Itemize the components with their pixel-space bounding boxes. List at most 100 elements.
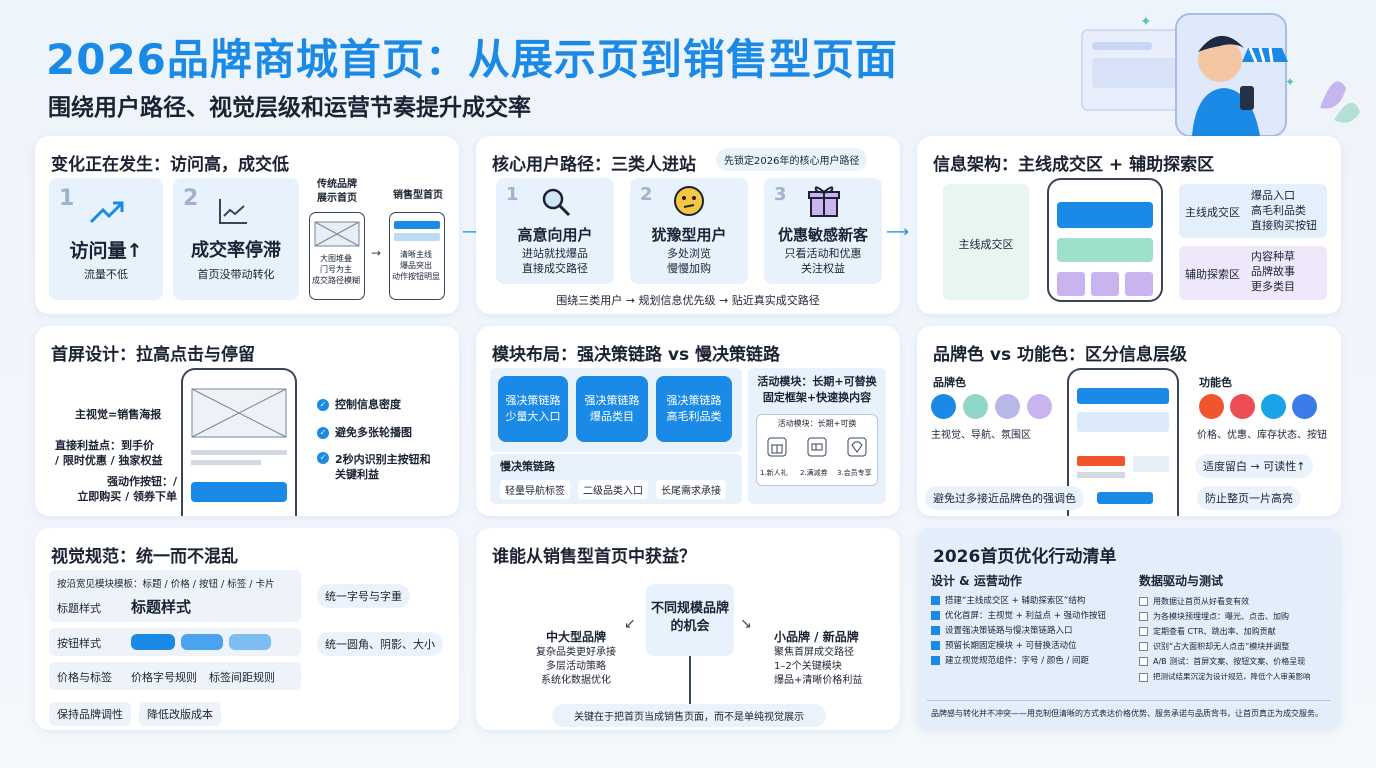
col2-item[interactable]: 识别“占大面积却无人点击”模块并调整 [1139,639,1311,654]
spec-title-big: 标题样式 [131,598,192,616]
main-zone-label: 主线成交区 [958,238,1014,251]
col2-item[interactable]: 把测试结果沉淀为设计规范，降低个人审美影响 [1139,669,1311,684]
slow-chain-item-2[interactable]: 二级品类入口 [578,480,648,499]
accent-bar [1097,492,1153,504]
arrow-right-curve-icon: ↘ [740,616,752,632]
user2-name: 犹豫型用户 [651,226,727,244]
hero-image-placeholder [191,388,287,438]
col1-title: 设计 & 运营动作 [931,574,1022,588]
opportunity-center: 不同规模品牌 的机会 [646,584,734,656]
card-module-layout: 模块布局：强决策链路 vs 慢决策链路 强决策链路 少量大入口 强决策链路 爆品… [476,326,900,516]
highlight-warning-note: 防止整页一片高亮 [1197,486,1301,510]
func-swatch-4 [1292,394,1317,419]
sample-button-1[interactable] [131,634,175,650]
checkbox-checked[interactable] [931,626,940,635]
col1-item[interactable]: 设置强决策链路与慢决策链路入口 [931,624,1106,639]
gift-icon [808,186,840,217]
checkbox-empty[interactable] [1139,672,1148,682]
card-action-list-title: 2026首页优化行动清单 [933,547,1117,567]
main-zone-panel [943,184,1029,300]
col2-item[interactable]: 用数据让首页从好看变有效 [1139,594,1311,609]
activity-title: 活动模块：长期+可替换 固定框架+快速换内容 [757,375,877,404]
activity-icon-label-1: 1.新人礼 [760,469,788,477]
col1-item[interactable]: 建立视觉规范组件：字号 / 颜色 / 间距 [931,654,1106,669]
small-brand-desc: 聚焦首屏成交路径 1–2个关键模块 爆品+清晰价格利益 [774,647,863,686]
accent-warning-note: 避免过多接近品牌色的强调色 [925,486,1084,510]
color-phone [1067,368,1179,516]
card-info-arch-title: 信息架构：主线成交区 + 辅助探索区 [933,155,1215,175]
strong-chain-3[interactable]: 强决策链路 高毛利品类 [656,376,732,442]
checkbox-checked[interactable] [931,611,940,620]
card-change-title: 变化正在发生：访问高，成交低 [51,155,289,175]
col1-item[interactable]: 预留长期固定模块 + 可替换活动位 [931,639,1106,654]
first-screen-phone [181,368,297,516]
spec-row-title [49,570,301,622]
user2-desc: 多处浏览 慢慢加购 [667,247,711,275]
search-icon [542,188,571,217]
spec-price-label: 价格与标签 [57,671,112,684]
first-screen-label-3: 强动作按钮：/ 立即购买 / 领券下单 [77,475,177,503]
spec-price-rule: 价格字号规则 [131,671,197,684]
slow-chain-item-1[interactable]: 轻量导航标签 [500,480,570,499]
card-beneficiaries: 谁能从销售型首页中获益？ 不同规模品牌 的机会 中大型品牌 复杂品类更好承接 多… [476,528,900,730]
stat-conv-main: 成交率停滞 [191,240,281,261]
col1-item[interactable]: 优化首屏：主视觉 + 利益点 + 强动作按钮 [931,609,1106,624]
strong-chain-1[interactable]: 强决策链路 少量大入口 [498,376,568,442]
check-icon: ✓ [317,399,329,411]
checkbox-checked[interactable] [931,656,940,665]
col2-item[interactable]: A/B 测试：首屏文案、按钮文案、价格呈现 [1139,654,1311,669]
large-brand-title: 中大型品牌 [546,630,607,644]
user3-desc: 只看活动和优惠 关注权益 [784,247,862,275]
user1-num: 1 [506,184,519,205]
zone2-label: 辅助探索区 [1185,268,1240,281]
slow-chain-item-3[interactable]: 长尾需求承接 [656,480,726,499]
checkbox-empty[interactable] [1139,642,1148,651]
thinking-face-icon [674,186,704,216]
user-card-high-intent: 1 高意向用户 进站就找爆品 直接成交路径 [496,178,614,284]
arrow-right-icon: → [371,246,382,260]
col2-item[interactable]: 为各模块预埋埋点：曝光、点击、加购 [1139,609,1311,624]
func-color-desc: 价格、优惠、库存状态、按钮 [1197,430,1327,441]
user1-desc: 进站就找爆品 直接成交路径 [522,247,588,275]
new-homepage-text: 清晰主线 爆品突出 动作按钮明显 [392,250,440,281]
checkbox-empty[interactable] [1139,612,1148,621]
checkbox-checked[interactable] [931,641,940,650]
sample-button-2[interactable] [181,634,223,650]
first-screen-label-2: 直接利益点：到手价 / 限时优惠 / 独家权益 [55,439,163,467]
page-title: 2026品牌商城首页：从展示页到销售型页面 [46,35,898,84]
col2-item[interactable]: 定期查看 CTR、跳出率、加购贡献 [1139,624,1311,639]
card-module-layout-title: 模块布局：强决策链路 vs 慢决策链路 [492,345,781,365]
checkbox-empty[interactable] [1139,627,1148,636]
col1-list: 搭建“主线成交区 + 辅助探索区”结构 优化首屏：主视觉 + 利益点 + 强动作… [931,594,1106,669]
checkbox-checked[interactable] [931,596,940,605]
col2-list: 用数据让首页从好看变有效 为各模块预埋埋点：曝光、点击、加购 定期查看 CTR、… [1139,594,1311,684]
strong-chain-2[interactable]: 强决策链路 爆品类目 [576,376,648,442]
card-first-screen-title: 首屏设计：拉高点击与停留 [51,345,255,365]
page-subtitle: 围绕用户路径、视觉层级和运营节奏提升成交率 [48,95,531,121]
check-item-1: ✓控制信息密度 [317,396,401,412]
spec-brand-tone: 保持品牌调性 [49,702,131,726]
activity-icon-label-3: 3.会员专享 [837,469,872,477]
sample-button-3[interactable] [229,634,271,650]
user-paths-footer: 围绕三类用户 → 规划信息优先级 → 贴近真实成交路径 [556,294,820,307]
action-list-footer: 品牌感与转化并不冲突——用克制但清晰的方式表达价格优势、服务承诺与品质背书，让首… [931,709,1323,718]
center-stem [689,656,691,704]
check-item-2: ✓避免多张轮播图 [317,424,412,440]
beneficiaries-footer: 关键在于把首页当成销售页面，而不是单纯视觉展示 [552,704,826,727]
checkbox-empty[interactable] [1139,657,1148,666]
spec-tag-rule: 标签间距规则 [209,671,275,684]
user3-num: 3 [774,184,787,205]
large-brand-desc: 复杂品类更好承接 多层活动策略 系统化数据优化 [536,647,616,686]
col2-title: 数据驱动与测试 [1139,574,1224,588]
line-chart-icon [219,199,247,224]
card-change: 变化正在发生：访问高，成交低 1 访问量↑ 流量不低 2 成交率停滞 首页没带动… [35,136,459,314]
brand-swatch-3 [995,394,1020,419]
col1-item[interactable]: 搭建“主线成交区 + 辅助探索区”结构 [931,594,1106,609]
image-placeholder-icon [314,221,360,247]
checkbox-empty[interactable] [1139,597,1148,606]
card-action-list: 2026首页优化行动清单 设计 & 运营动作 搭建“主线成交区 + 辅助探索区”… [917,528,1341,730]
func-color-label: 功能色 [1199,376,1232,389]
brand-swatch-4 [1027,394,1052,419]
card-first-screen: 首屏设计：拉高点击与停留 主视觉=销售海报 直接利益点：到手价 / 限时优惠 /… [35,326,459,516]
card-info-architecture: 信息架构：主线成交区 + 辅助探索区 主线成交区 主线成交区 爆品入口 高毛利品… [917,136,1341,314]
